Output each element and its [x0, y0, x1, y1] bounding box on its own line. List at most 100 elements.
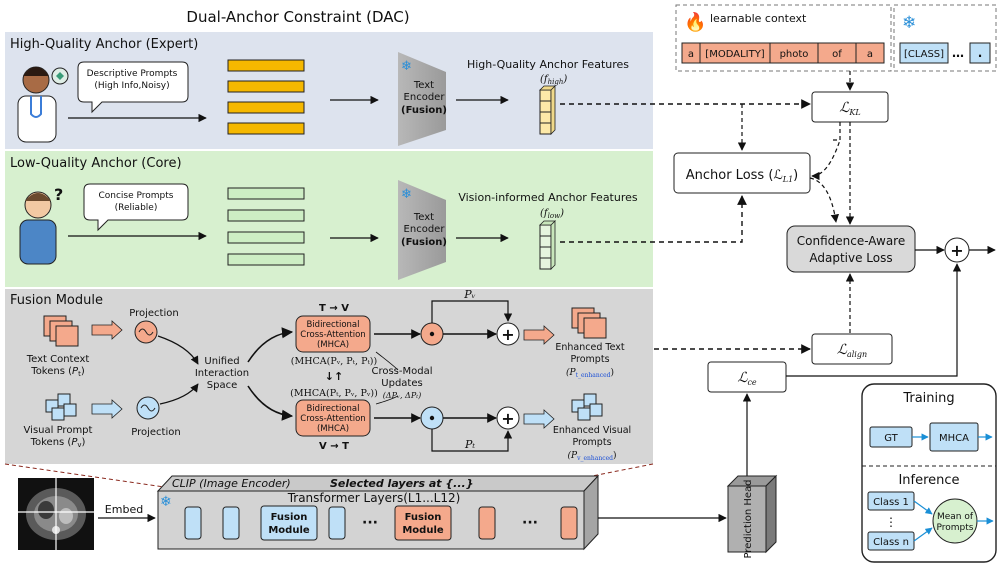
- lq-features-label: Vision-informed Anchor Features: [458, 191, 638, 204]
- flame-icon: 🔥: [684, 11, 706, 33]
- t-to-v-label: T → V: [319, 303, 349, 314]
- mhca-bottom-block: Bidirectional Cross-Attention (MHCA): [295, 399, 371, 437]
- kl-loss-label: ℒKL: [839, 100, 860, 117]
- fusion-header: Fusion Module: [10, 293, 103, 308]
- sum-top-plus: +: [501, 325, 514, 344]
- unified-line1: Unified: [204, 356, 239, 367]
- class1-to-mean-arrow: [913, 500, 933, 515]
- kl-to-anchor-arrow: [811, 139, 841, 181]
- mhca-bottom-line3: (MHCA): [317, 424, 349, 434]
- concise-line1: Concise Prompts: [98, 191, 173, 201]
- projection-bottom-label: Projection: [131, 427, 180, 438]
- class-vdots: ⋮: [885, 515, 897, 529]
- gt-label: GT: [884, 433, 898, 444]
- bubble-line2: (High Info,Noisy): [94, 81, 169, 91]
- enhanced-text-line1: Enhanced Text: [555, 342, 624, 353]
- ce-loss-box: ℒce: [707, 361, 787, 393]
- layer-block: [222, 506, 240, 540]
- confidence-line2: Adaptive Loss: [809, 251, 892, 265]
- mean-line2: Prompts: [937, 523, 974, 533]
- updown-arrows-icon: ↓↑: [325, 370, 343, 383]
- concise-prompts-bubble: Concise Prompts (Reliable): [83, 183, 189, 232]
- high-quality-header: High-Quality Anchor (Expert): [10, 37, 198, 52]
- mhca-top-line2: Cross-Attention: [300, 330, 365, 340]
- confidence-loss-box: Confidence-Aware Adaptive Loss: [786, 225, 916, 273]
- mhca-top-block: Bidirectional Cross-Attention (MHCA): [295, 315, 371, 353]
- fusion-block2-line2: Module: [402, 525, 444, 536]
- fusion-block1-line2: Module: [268, 525, 310, 536]
- visual-tokens-line1: Visual Prompt: [24, 425, 93, 436]
- kl-branch: [832, 122, 841, 141]
- snowflake-icon: ❄: [902, 13, 916, 33]
- fusion-module-block-1: [260, 505, 318, 541]
- confidence-line1: Confidence-Aware: [797, 234, 905, 248]
- selected-layers-label: Selected layers at {...}: [330, 477, 474, 490]
- inference-label: Inference: [898, 473, 959, 488]
- pv-residual-label: Pᵥ: [463, 288, 476, 301]
- hq-features-label: High-Quality Anchor Features: [467, 58, 629, 71]
- kl-loss-box: ℒKL: [811, 91, 889, 123]
- pt-residual-path: [431, 429, 513, 452]
- descriptive-prompts-bubble: Descriptive Prompts (High Info,Noisy): [77, 61, 189, 114]
- unified-to-mhca-bottom-arrow: [247, 385, 294, 421]
- lq-prompt-bars: [227, 187, 305, 266]
- prediction-head-block: Prediction Head: [726, 474, 778, 559]
- hq-feature-cube-stack: [539, 85, 556, 135]
- final-sum-plus: +: [950, 241, 963, 260]
- clip-title: CLIP (Image Encoder): [172, 477, 291, 490]
- layer-block: [478, 506, 496, 540]
- layer-block: [328, 506, 346, 540]
- enhanced-visual-line2: Prompts: [572, 437, 611, 448]
- mhca-top-line1: Bidirectional: [306, 320, 359, 330]
- cross-modal-curve-2: [375, 395, 399, 405]
- lq-encoder-line1: Text: [413, 212, 434, 223]
- enhanced-visual-arrow: [523, 409, 555, 429]
- visual-tokens-line2: Tokens (Pv): [30, 437, 86, 449]
- low-quality-panel: Low-Quality Anchor (Core) ? Concise Prom…: [5, 151, 653, 287]
- mhca-bottom-line1: Bidirectional: [306, 404, 359, 414]
- token-1: [MODALITY]: [705, 49, 765, 60]
- ce-to-sum-arrow: [786, 263, 962, 377]
- text-token-stack-icon: [43, 315, 79, 347]
- hq-encoder-line3: (Fusion): [401, 105, 447, 116]
- mhca-expr-top: (MHCA(Pᵥ, Pₜ, Pₜ)): [291, 356, 377, 367]
- learnable-context-box: 🔥 learnable context a [MODALITY] photo o…: [675, 4, 892, 72]
- expert-doctor-icon: [17, 66, 69, 143]
- fusion-module-panel: Fusion Module Text Context Tokens (Pt) V…: [5, 288, 653, 464]
- token-0: a: [688, 49, 694, 60]
- token-3: of: [832, 49, 842, 60]
- pt-residual-label: Pₜ: [464, 438, 475, 451]
- fusion-block1-line1: Fusion: [271, 512, 308, 523]
- layer-dots-2: ···: [522, 515, 538, 531]
- enhanced-visual-line3: (Pv_enhanced): [568, 450, 617, 462]
- question-icon: ?: [54, 185, 63, 204]
- ce-loss-label: ℒce: [737, 370, 757, 387]
- mean-line1: Mean of: [937, 512, 974, 522]
- enhanced-text-stack-icon: [571, 307, 607, 339]
- text-tokens-line1: Text Context: [26, 354, 90, 365]
- sum-top-node: [496, 322, 520, 346]
- cross-modal-curve: [375, 351, 399, 371]
- lq-encoder-line2: Encoder: [404, 224, 446, 235]
- anchor-to-confidence-arrow: [809, 177, 840, 223]
- hq-encoder-line2: Encoder: [404, 92, 446, 103]
- embed-label: Embed: [105, 503, 143, 516]
- high-quality-panel: High-Quality Anchor (Expert) Descriptive…: [5, 32, 653, 149]
- class-token: [CLASS]: [904, 49, 944, 60]
- to-unified-bottom-arrow: [159, 383, 199, 405]
- low-quality-header: Low-Quality Anchor (Core): [10, 156, 182, 171]
- enhanced-text-line3: (Pt_enhanced): [566, 367, 614, 379]
- mhca-top-line3: (MHCA): [317, 340, 349, 350]
- train-infer-legend: Training GT MHCA Inference Class 1 ⋮ Cla…: [861, 383, 997, 563]
- period-token: .: [978, 46, 983, 60]
- mhca-label: MHCA: [939, 433, 969, 444]
- mhca-expr-bottom: (MHCA(Pₜ, Pᵥ, Pᵥ)): [290, 388, 378, 399]
- learnable-context-label: learnable context: [710, 12, 807, 25]
- enhanced-visual-cubes-icon: [571, 393, 603, 421]
- sine-icon: [140, 404, 156, 412]
- lq-feature-cube-stack: [539, 220, 556, 270]
- cross-modal-line3: (ΔPᵥ, ΔPₜ): [383, 391, 422, 400]
- text-projection-arrow: [91, 320, 123, 340]
- clip-image-encoder: CLIP (Image Encoder) Selected layers at …: [156, 474, 600, 551]
- concise-line2: (Reliable): [115, 203, 158, 213]
